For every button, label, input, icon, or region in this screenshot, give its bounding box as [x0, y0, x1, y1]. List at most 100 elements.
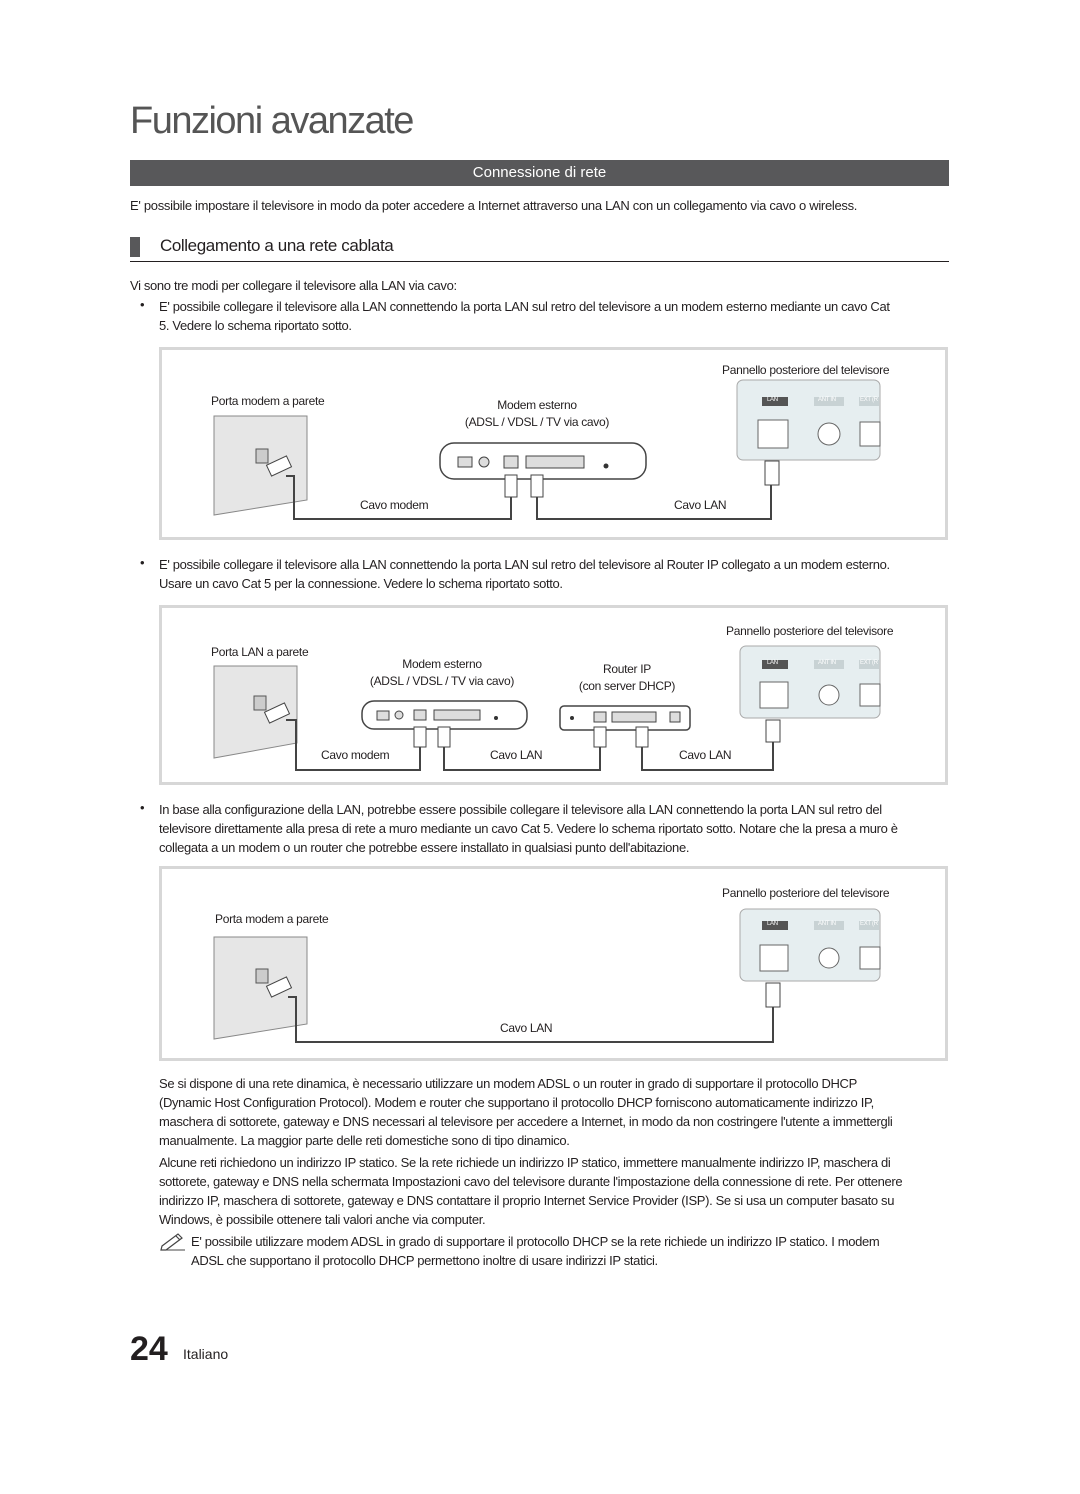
modem-cable-plug-icon [504, 474, 518, 498]
tv-ext-port-icon [859, 946, 881, 970]
cable-modem-label: Cavo modem [360, 498, 429, 512]
bullet-glyph: • [140, 297, 145, 312]
note-line-2: ADSL che supportano il protocollo DHCP p… [191, 1253, 658, 1268]
wall-port-label: Porta modem a parete [215, 912, 329, 926]
wall-plug-icon [263, 702, 291, 724]
modem-label-line-1: Modem esterno [402, 657, 482, 671]
body-2-line-2: sottorete, gateway e DNS nella schermata… [159, 1174, 903, 1189]
tv-lan-plug-icon [765, 982, 781, 1008]
wall-socket-icon [255, 968, 269, 984]
tv-lan-port-text: LAN [767, 921, 778, 927]
language-label: Italiano [183, 1346, 229, 1362]
bullet-glyph: • [140, 800, 145, 815]
diagram-3-graphics [213, 908, 881, 1043]
tv-antin-port-text: ANT IN [818, 660, 836, 666]
bullet-1-line-1: E' possibile collegare il televisore all… [159, 299, 890, 314]
lead-text: Vi sono tre modi per collegare il televi… [130, 278, 457, 293]
tv-ext-port-text: EXT (R [860, 660, 878, 666]
lan-cable-line-a [443, 747, 601, 771]
lan-cable-line [536, 485, 772, 520]
router-lan-plug-icon [635, 726, 649, 748]
body-2-line-3: indirizzo IP, maschera di sottorete, gat… [159, 1193, 895, 1208]
router-label-line-2: (con server DHCP) [578, 679, 676, 693]
router-wan-plug-icon [593, 726, 607, 748]
bullet-3-line-1: In base alla configurazione della LAN, p… [159, 802, 882, 817]
modem-cable-plug-icon [413, 726, 427, 748]
diagram-2-graphics [213, 645, 881, 771]
subheading-marker [130, 237, 140, 257]
diagram-1-graphics [213, 379, 881, 520]
tv-lan-port-tag [762, 921, 788, 930]
modem-power-port [376, 710, 390, 721]
modem-dc-port [394, 710, 404, 720]
modem-led-icon [494, 716, 498, 720]
diagram-modem-connection: Pannello posteriore del televisore Porta… [159, 347, 948, 540]
modem-cable-line [286, 719, 421, 771]
note-pencil-icon [160, 1233, 185, 1251]
body-2-line-1: Alcune reti richiedono un indirizzo IP s… [159, 1155, 891, 1170]
modem-led-icon [603, 463, 609, 469]
wall-port-label: Porta LAN a parete [211, 645, 309, 659]
section-heading-bar: Connessione di rete [130, 160, 949, 186]
tv-antin-port-tag [814, 397, 844, 406]
wall-illustration [213, 415, 308, 516]
wall-plug-icon [265, 455, 293, 477]
tv-ext-port-icon [859, 421, 881, 447]
body-2-line-4: Windows, è possibile ottenere tali valor… [159, 1212, 486, 1227]
subheading-text: Collegamento a una rete cablata [160, 236, 394, 255]
body-1-line-1: Se si dispone di una rete dinamica, è ne… [159, 1076, 857, 1091]
wall-plug-icon [265, 976, 293, 998]
lan-cable-line-b [641, 742, 774, 771]
intro-text: E' possibile impostare il televisore in … [130, 198, 858, 213]
modem-label-line-1: Modem esterno [497, 398, 577, 412]
bullet-2-line-2: Usare un cavo Cat 5 per la connessione. … [159, 576, 563, 591]
tv-lan-plug-icon [765, 719, 781, 743]
tv-antin-port-text: ANT IN [818, 921, 836, 927]
modem-wan-port [503, 455, 519, 469]
lan-cable-plug-icon [530, 474, 544, 498]
modem-cable-line [286, 475, 512, 520]
modem-label-line-2: (ADSL / VDSL / TV via cavo) [464, 415, 610, 429]
tv-antenna-port-icon [818, 947, 840, 969]
body-1-line-3: maschera di sottorete, gateway e DNS nec… [159, 1114, 893, 1129]
modem-wan-port [413, 709, 427, 721]
bullet-3-line-2: televisore direttamente alla presa di re… [159, 821, 898, 836]
bullet-3-line-3: collegata a un modem o un router che pot… [159, 840, 690, 855]
page-title: Funzioni avanzate [130, 100, 414, 142]
modem-dc-port [478, 456, 490, 468]
tv-panel-label: Pannello posteriore del televisore [726, 624, 894, 638]
subheading: Collegamento a una rete cablata [130, 235, 949, 262]
router-wan-port [593, 711, 607, 723]
tv-antin-port-text: ANT IN [818, 397, 836, 403]
tv-antin-port-tag [814, 921, 844, 930]
tv-lan-port-text: LAN [767, 660, 778, 666]
modem-lan-ports [433, 709, 481, 721]
tv-ext-port-text: EXT (R [860, 397, 878, 403]
tv-antin-port-tag [814, 660, 844, 669]
tv-antenna-port-icon [818, 684, 840, 706]
lan-cable-plug-icon [437, 726, 451, 748]
router-led-icon [570, 716, 574, 720]
cable-lan-label-a: Cavo LAN [490, 748, 543, 762]
tv-lan-port-icon [759, 944, 789, 972]
router-power-port [669, 711, 681, 723]
router-label-line-1: Router IP [603, 662, 651, 676]
cable-modem-label: Cavo modem [321, 748, 390, 762]
bullet-1-line-2: 5. Vedere lo schema riportato sotto. [159, 318, 352, 333]
lan-cable-line [288, 996, 774, 1043]
cable-lan-label: Cavo LAN [500, 1021, 553, 1035]
tv-lan-plug-icon [764, 460, 780, 486]
router-lan-ports [611, 711, 657, 723]
diagram-direct-wall-connection: Pannello posteriore del televisore Porta… [159, 866, 948, 1061]
bullet-glyph: • [140, 555, 145, 570]
tv-ext-port-tag [859, 921, 879, 930]
body-1-line-2: (Dynamic Host Configuration Protocol). M… [159, 1095, 874, 1110]
tv-lan-port-icon [759, 681, 789, 709]
note-line-1: E' possibile utilizzare modem ADSL in gr… [191, 1234, 880, 1249]
wall-socket-icon [253, 695, 267, 711]
bullet-2-line-1: E' possibile collegare il televisore all… [159, 557, 890, 572]
modem-power-port [457, 456, 473, 468]
tv-panel-label: Pannello posteriore del televisore [722, 363, 890, 377]
tv-lan-port-icon [757, 419, 789, 449]
tv-panel-label: Pannello posteriore del televisore [722, 886, 890, 900]
